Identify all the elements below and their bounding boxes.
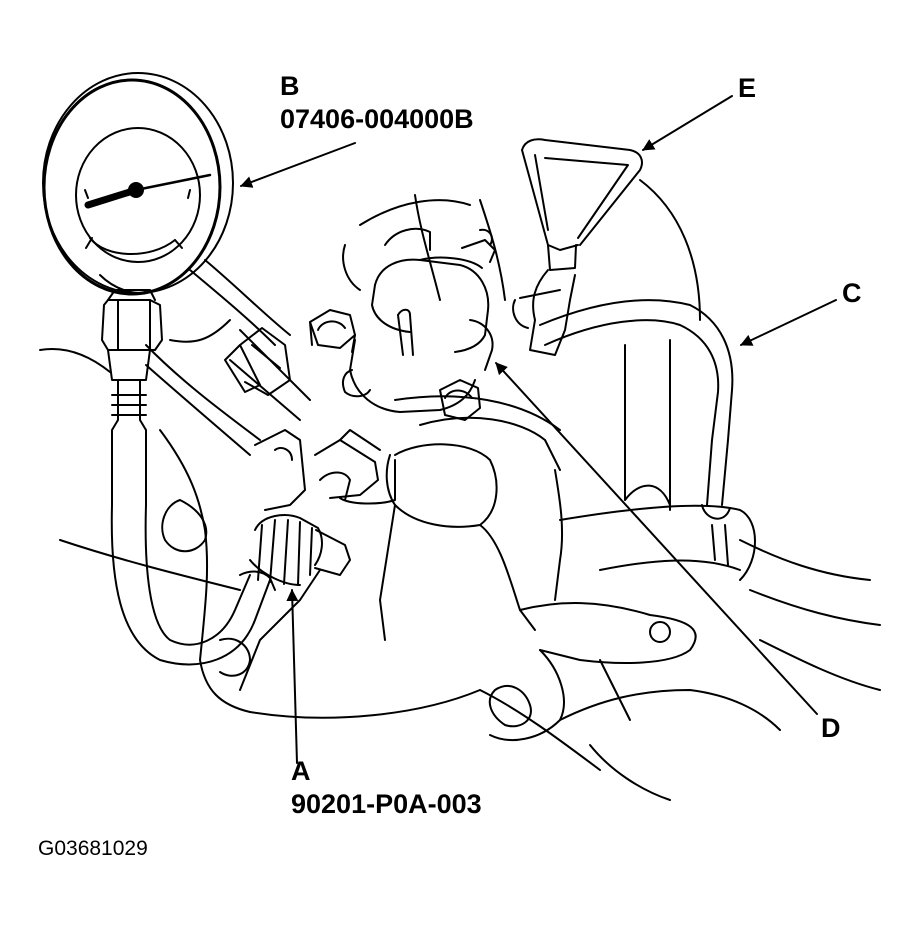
banjo-bolt-a (239, 429, 396, 591)
leader-e (642, 95, 733, 151)
gauge-hose (110, 344, 271, 666)
fuel-pressure-gauge-b (42, 72, 291, 346)
leader-a (286, 589, 299, 764)
engine-block (39, 179, 881, 801)
leader-c (740, 299, 837, 346)
regulator-bolts (224, 309, 481, 421)
leader-b (240, 142, 356, 188)
leader-d (495, 362, 818, 715)
callout-label-a: A (291, 756, 311, 786)
callout-leaders (240, 95, 837, 764)
gauge-fitting (101, 289, 163, 381)
callout-label-c: C (842, 278, 862, 308)
part-number-a: 90201-P0A-003 (291, 789, 482, 819)
fuel-line-c (539, 299, 734, 566)
callout-label-e: E (738, 73, 757, 103)
hose-clamp-e (512, 138, 643, 356)
callout-label-b: B (280, 71, 300, 101)
figure-code: G03681029 (38, 837, 148, 860)
part-number-b: 07406-004000B (280, 104, 474, 134)
callout-label-d: D (821, 713, 841, 743)
